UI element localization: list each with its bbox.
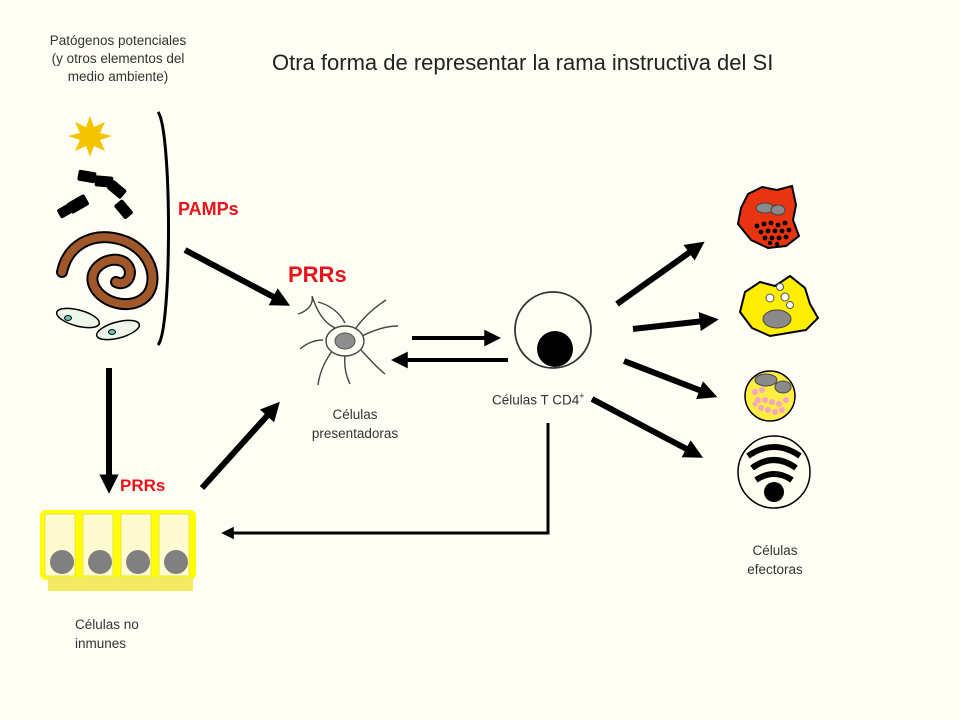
nonimmune-label: Células no inmunes <box>75 615 139 653</box>
pathogens-label-line1: Patógenos potenciales <box>49 33 187 48</box>
pathogens-label-line2: (y otros elementos del <box>51 51 185 66</box>
effector-label-line1: Células <box>752 543 798 558</box>
prrs-label-apc: PRRs <box>288 262 347 287</box>
sun-icon <box>68 116 112 157</box>
pathogen-bracket <box>156 111 170 347</box>
basophil-icon <box>744 370 796 422</box>
eosinophil-icon <box>738 274 820 338</box>
arrow-pamps-to-apc <box>183 247 291 306</box>
tcell-label: Células T CD4+ <box>492 387 585 410</box>
neutrophil-icon <box>736 184 801 250</box>
arrow-to-basophil <box>622 358 718 400</box>
t-cell-icon <box>514 291 592 369</box>
protozoa-icon <box>55 307 141 341</box>
tcell-label-sup: + <box>579 391 585 401</box>
epithelial-cells-icon <box>40 510 196 591</box>
arrow-tcell-to-nonimmune <box>221 423 550 540</box>
dendritic-cell-icon <box>297 295 399 386</box>
pamps-label: PAMPs <box>178 199 239 219</box>
plasma-cell-icon <box>737 435 811 509</box>
effector-label: Células efectoras <box>710 541 840 579</box>
page-title: Otra forma de representar la rama instru… <box>272 50 774 75</box>
pathogens-label: Patógenos potenciales (y otros elementos… <box>20 32 216 86</box>
tcell-label-text: Células T CD4 <box>492 392 580 408</box>
apc-label-line1: Células <box>332 407 378 422</box>
nonimmune-label-line1: Células no <box>75 617 139 632</box>
arrow-to-neutrophil <box>615 241 705 307</box>
arrow-to-eosinophil <box>632 311 719 332</box>
nonimmune-label-line2: inmunes <box>75 636 127 651</box>
apc-label: Células presentadoras <box>290 405 420 443</box>
pathogens-label-line3: medio ambiente) <box>67 69 169 84</box>
arrow-to-plasma-cell <box>590 396 704 458</box>
worm-icon <box>56 231 159 310</box>
arrow-nonimmune-to-apc <box>199 401 280 491</box>
bacteria-icon <box>57 169 133 219</box>
apc-label-line2: presentadoras <box>311 426 399 441</box>
effector-label-line2: efectoras <box>747 562 803 577</box>
prrs-label-nonimmune: PRRs <box>120 476 166 495</box>
